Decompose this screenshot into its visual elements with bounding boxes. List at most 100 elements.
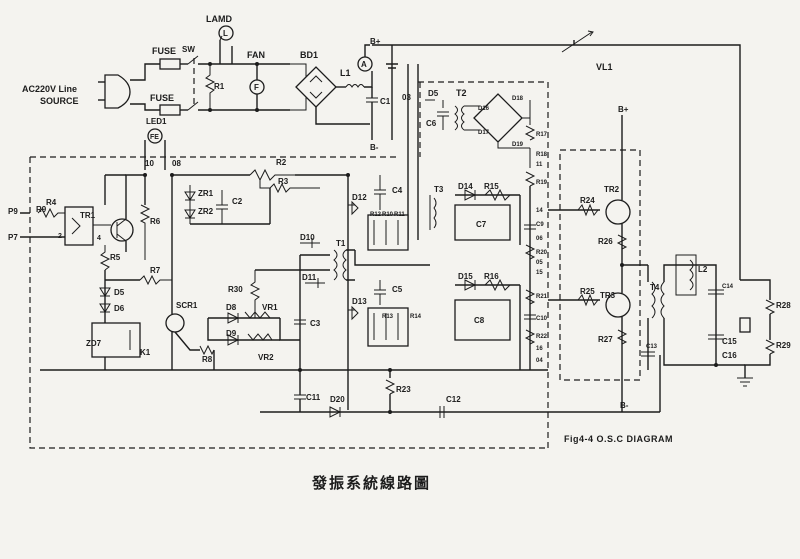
zr2-zener [184, 209, 196, 219]
c14-capacitor [708, 289, 724, 295]
label-bplus-top: B+ [370, 37, 381, 46]
label-c7: C7 [476, 220, 487, 229]
label-sw: SW [182, 45, 195, 54]
label-d20: D20 [330, 395, 345, 404]
power-switch [187, 55, 199, 111]
t3-transformer [433, 197, 437, 229]
label-d5b: D5 [114, 288, 125, 297]
label-c3: C3 [310, 319, 321, 328]
label-meter-a: A [361, 60, 367, 69]
label-vr2: VR2 [258, 353, 274, 362]
label-vl1: VL1 [596, 62, 613, 72]
label-r12: R12 [370, 212, 382, 218]
label-r3: R3 [278, 177, 289, 186]
c9-capacitor [524, 224, 536, 230]
label-d12: D12 [352, 193, 367, 202]
power-output [548, 115, 776, 412]
label-zd7: ZD7 [86, 339, 102, 348]
label-d15: D15 [458, 272, 473, 281]
label-l1: L1 [340, 68, 351, 78]
r27-resistor [616, 329, 628, 345]
label-r20: R20 [536, 250, 548, 256]
output-stages [429, 186, 536, 370]
label-n06: 06 [536, 236, 543, 242]
label-vr1: VR1 [262, 303, 278, 312]
scr1-thyristor [165, 313, 185, 333]
diagram-caption: Fig4-4 O.S.C DIAGRAM [564, 434, 674, 444]
label-tr2: TR2 [604, 185, 620, 194]
l2-inductor [689, 259, 694, 291]
label-c10: C10 [536, 316, 548, 322]
c2-capacitor [216, 190, 228, 224]
junction-dots [143, 62, 718, 414]
label-r5: R5 [110, 253, 121, 262]
component-labels: AC220V Line SOURCE FUSE FUSE SW LAMD L F… [8, 14, 791, 410]
label-r4: R4 [46, 198, 57, 207]
c11-capacitor [294, 394, 306, 400]
d11-diode [305, 278, 325, 288]
label-p7: P7 [8, 233, 18, 242]
r23-resistor [384, 379, 396, 395]
label-c1: C1 [380, 97, 391, 106]
label-c11: C11 [306, 393, 321, 402]
label-n04: 04 [536, 358, 543, 364]
lamd-lamp [218, 25, 234, 41]
label-r15: R15 [484, 182, 499, 191]
c5-capacitor [374, 280, 386, 305]
label-r27: R27 [598, 335, 613, 344]
t2-primary [454, 105, 458, 131]
r21-resistor [524, 289, 536, 305]
t1-secondary [342, 249, 347, 281]
t4-secondary [660, 281, 665, 319]
r8-resistor [199, 344, 215, 356]
label-r24: R24 [580, 196, 595, 205]
t4-primary [651, 281, 656, 319]
label-ac-source-1: AC220V Line [22, 84, 77, 94]
reference-section [172, 168, 348, 225]
label-p9: P9 [8, 207, 18, 216]
label-n11: 11 [536, 162, 543, 168]
label-c16: C16 [722, 351, 737, 360]
c15-capacitor [708, 334, 724, 340]
label-d6: D6 [114, 304, 125, 313]
tr2-transistor [605, 199, 631, 225]
label-c5: C5 [392, 285, 403, 294]
page-caption: 發振系統線路圖 [312, 474, 432, 492]
d15-diode [464, 279, 477, 291]
r13-r14-network [367, 307, 409, 347]
label-fe: FE [150, 134, 159, 141]
label-r18: R18 [536, 152, 548, 158]
label-d19: D19 [512, 142, 524, 148]
ac-plug [104, 74, 131, 109]
c3-capacitor [294, 319, 306, 325]
label-bplus-right: B+ [618, 105, 629, 114]
label-c13: C13 [646, 344, 658, 350]
photo-coupler [64, 206, 94, 246]
label-c15: C15 [722, 337, 737, 346]
label-k1: K1 [140, 348, 151, 357]
label-n08: 08 [172, 159, 181, 168]
r1-resistor [204, 64, 216, 110]
r15-resistor [484, 188, 511, 202]
label-r6: R6 [150, 217, 161, 226]
d13-diode [348, 305, 359, 321]
label-r19: R19 [536, 180, 548, 186]
zr1-zener [184, 191, 196, 201]
r16-resistor [484, 278, 511, 292]
label-d13: D13 [352, 297, 367, 306]
d20-diode [329, 406, 342, 418]
ground-symbol [737, 377, 753, 387]
t2-secondary [461, 105, 465, 131]
r26-resistor [616, 234, 628, 250]
label-ac-source-2: SOURCE [40, 96, 79, 106]
label-n14: 14 [536, 208, 543, 214]
label-d17: D17 [478, 130, 490, 136]
c13-capacitor [641, 351, 655, 357]
r5-resistor [99, 245, 111, 271]
c1-capacitor [366, 97, 378, 103]
r22-resistor [524, 329, 536, 345]
label-n2: 2 [58, 233, 62, 240]
label-r29: R29 [776, 341, 791, 350]
